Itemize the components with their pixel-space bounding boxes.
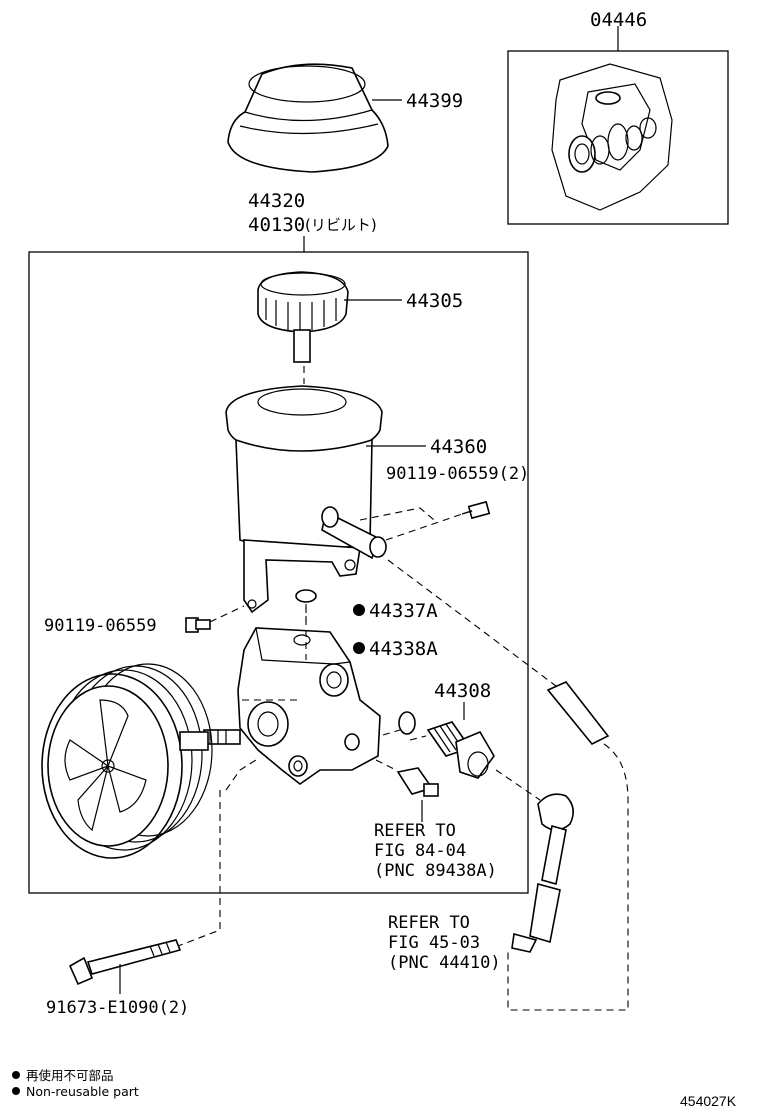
bolt-90119-06559-x2-drawing bbox=[461, 500, 491, 520]
label-40130-note: (リビルト) bbox=[305, 216, 377, 234]
refer-45-03-line3: (PNC 44410) bbox=[388, 953, 501, 973]
fitting-44308-drawing bbox=[426, 702, 495, 779]
legend-jp: 再使用不可部品 bbox=[26, 1068, 114, 1083]
oring-44338a-drawing bbox=[398, 711, 416, 735]
cover-44399-drawing bbox=[227, 63, 402, 173]
label-90119-06559-x2: 90119-06559(2) bbox=[386, 464, 529, 484]
label-44338a: 44338A bbox=[369, 638, 438, 660]
legend-bullet-jp bbox=[12, 1071, 20, 1079]
label-44320: 44320 bbox=[248, 190, 305, 212]
refer-84-04-line3: (PNC 89438A) bbox=[374, 861, 497, 881]
bolt-91673-drawing bbox=[68, 939, 182, 994]
pressure-switch-drawing bbox=[396, 767, 439, 822]
label-91673: 91673-E1090(2) bbox=[46, 998, 189, 1018]
refer-45-03-line2: FIG 45-03 bbox=[388, 933, 480, 953]
label-44360: 44360 bbox=[430, 436, 487, 458]
refer-84-04-line1: REFER TO bbox=[374, 821, 456, 841]
refer-84-04-line2: FIG 84-04 bbox=[374, 841, 466, 861]
reservoir-44360-drawing bbox=[225, 385, 426, 614]
label-44308: 44308 bbox=[434, 680, 491, 702]
gasket-kit-drawing bbox=[551, 26, 673, 211]
label-40130: 40130 bbox=[248, 214, 305, 236]
bolt-90119-06559-drawing bbox=[185, 617, 211, 633]
cap-44305-drawing bbox=[257, 271, 402, 363]
pulley-drawing bbox=[41, 663, 213, 859]
figure-code: 454027K bbox=[680, 1093, 737, 1109]
pump-body-drawing bbox=[203, 627, 381, 785]
hose-drawing bbox=[511, 681, 610, 953]
label-04446: 04446 bbox=[590, 9, 647, 31]
non-reusable-bullet-44338a bbox=[353, 642, 365, 654]
non-reusable-bullet-44337a bbox=[353, 604, 365, 616]
oring-44337a-drawing bbox=[295, 589, 317, 603]
refer-45-03-line1: REFER TO bbox=[388, 913, 470, 933]
label-44399: 44399 bbox=[406, 90, 463, 112]
legend-en: Non-reusable part bbox=[26, 1084, 139, 1099]
kit-frame-04446 bbox=[507, 50, 729, 225]
label-44337a: 44337A bbox=[369, 600, 438, 622]
label-90119-06559: 90119-06559 bbox=[44, 616, 157, 636]
legend-bullet-en bbox=[12, 1087, 20, 1095]
label-44305: 44305 bbox=[406, 290, 463, 312]
assembly-frame-44320 bbox=[28, 251, 529, 894]
